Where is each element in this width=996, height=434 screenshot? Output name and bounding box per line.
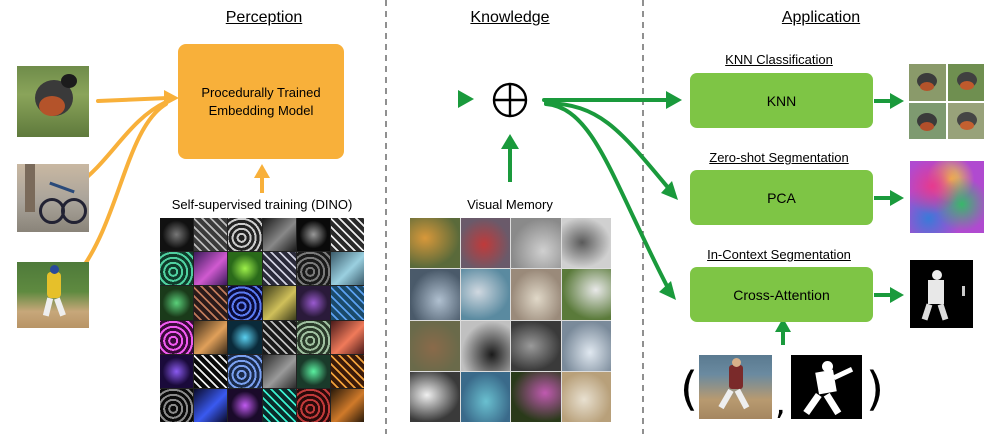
procedural-image-tile [194, 286, 228, 320]
combine-to-pca [544, 101, 672, 192]
training-arrowhead [254, 164, 270, 178]
combine-to-xattn [544, 102, 670, 290]
memory-image-tile [511, 269, 561, 320]
procedural-image-tile [262, 218, 296, 252]
procedural-image-tile [228, 286, 262, 320]
procedural-image-tile [194, 252, 228, 286]
memory-arrowhead [501, 134, 519, 149]
knn-box: KNN [690, 73, 873, 128]
procedural-image-tile [330, 286, 364, 320]
memory-image-tile [561, 269, 611, 320]
procedural-image-tile [160, 218, 194, 252]
memory-image-tile [410, 320, 460, 371]
memory-image-tile [561, 320, 611, 371]
procedural-image-tile [262, 388, 296, 422]
input-image-robin [17, 66, 89, 137]
knn-box-label: KNN [766, 92, 797, 109]
procedural-image-tile [296, 286, 330, 320]
header-perception: Perception [225, 9, 303, 26]
procedural-image-tile [330, 354, 364, 388]
procedural-image-tile [228, 354, 262, 388]
procedural-image-tile [330, 388, 364, 422]
procedural-image-tile [296, 252, 330, 286]
procedural-image-tile [228, 218, 262, 252]
memory-image-tile [460, 269, 510, 320]
model-label-line2: Embedding Model [208, 102, 314, 118]
procedural-image-tile [228, 252, 262, 286]
task-title-in-context: In-Context Segmentation [707, 247, 851, 262]
procedural-image-tile [194, 354, 228, 388]
memory-image-tile [511, 218, 561, 269]
procedural-image-tile [160, 252, 194, 286]
memory-image-tile [511, 320, 561, 371]
header-application: Application [781, 9, 861, 26]
procedural-image-tile [160, 354, 194, 388]
procedural-image-tile [160, 320, 194, 354]
memory-image-tile [511, 371, 561, 422]
procedural-image-tile [262, 354, 296, 388]
embedding-model-box: Procedurally Trained Embedding Model [178, 44, 344, 159]
procedural-image-tile [330, 320, 364, 354]
procedural-image-tile [228, 388, 262, 422]
input-arrow-bot [76, 102, 168, 276]
procedural-image-tile [262, 286, 296, 320]
input-arrowhead [164, 90, 179, 106]
procedural-images-grid [160, 218, 364, 422]
context-example-mask [791, 355, 862, 419]
procedural-image-tile [296, 218, 330, 252]
context-arrowhead [775, 318, 791, 332]
combine-symbol [492, 82, 528, 118]
cross-attention-box: Cross-Attention [690, 267, 873, 322]
context-example-image [699, 355, 772, 419]
pca-box-label: PCA [767, 189, 796, 206]
memory-image-tile [460, 320, 510, 371]
memory-image-tile [410, 269, 460, 320]
input-image-baseball [17, 262, 89, 328]
pair-comma: , [775, 383, 786, 423]
visual-memory-grid [410, 218, 611, 422]
procedural-image-tile [330, 252, 364, 286]
model-label-line1: Procedurally Trained [201, 84, 321, 100]
procedural-image-tile [330, 218, 364, 252]
task-title-zero-shot: Zero-shot Segmentation [709, 150, 849, 165]
procedural-image-tile [160, 388, 194, 422]
procedural-image-tile [262, 320, 296, 354]
knn-output-neighbors [909, 64, 984, 139]
procedural-image-tile [160, 286, 194, 320]
training-label: Self-supervised training (DINO) [171, 197, 353, 212]
memory-image-tile [561, 371, 611, 422]
memory-image-tile [460, 218, 510, 269]
procedural-image-tile [194, 388, 228, 422]
task-title-knn: KNN Classification [725, 52, 833, 67]
memory-image-tile [561, 218, 611, 269]
input-image-bicycle [17, 164, 89, 232]
segmentation-output-mask [910, 260, 973, 328]
memory-image-tile [410, 218, 460, 269]
procedural-image-tile [296, 388, 330, 422]
paren-close: ) [866, 362, 884, 416]
procedural-image-tile [194, 320, 228, 354]
pca-output-feature-map [910, 161, 984, 233]
procedural-image-tile [228, 320, 262, 354]
cross-attention-box-label: Cross-Attention [733, 286, 830, 303]
memory-image-tile [460, 371, 510, 422]
pca-box: PCA [690, 170, 873, 225]
header-knowledge: Knowledge [470, 9, 550, 26]
procedural-image-tile [262, 252, 296, 286]
procedural-image-tile [194, 218, 228, 252]
visual-memory-label: Visual Memory [467, 197, 553, 212]
procedural-image-tile [296, 354, 330, 388]
paren-open: ( [680, 362, 698, 416]
memory-image-tile [410, 371, 460, 422]
input-arrow-top [96, 96, 170, 103]
procedural-image-tile [296, 320, 330, 354]
